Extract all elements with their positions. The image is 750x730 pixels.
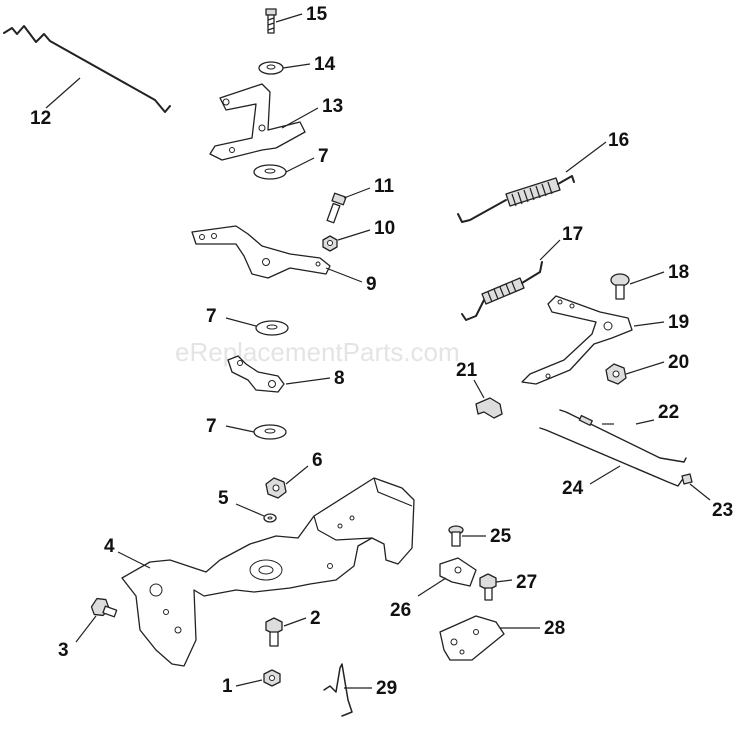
part-washer-7c — [253, 424, 287, 440]
part-link-rod-22 — [559, 409, 687, 463]
callout-15: 15 — [306, 4, 328, 25]
part-choke-rod — [3, 25, 171, 113]
callout-29: 29 — [376, 678, 397, 699]
callout-22: 22 — [658, 402, 679, 423]
callout-26: 26 — [390, 600, 411, 621]
part-clip-21 — [475, 397, 503, 419]
part-washer-14 — [258, 61, 284, 75]
callout-10: 10 — [374, 218, 395, 239]
part-choke-bracket-13 — [209, 83, 306, 161]
part-washer-7a — [253, 164, 287, 180]
part-nut-10 — [322, 235, 338, 252]
part-washer-7b — [255, 320, 289, 336]
callout-24: 24 — [562, 478, 584, 499]
callout-7a: 7 — [318, 146, 329, 167]
callout-19: 19 — [668, 312, 689, 333]
callout-27: 27 — [516, 572, 537, 593]
part-spring-17 — [461, 261, 543, 321]
part-nut-20 — [605, 363, 627, 385]
part-plate-28 — [439, 615, 505, 661]
part-throttle-lever-19 — [521, 295, 633, 385]
callout-8: 8 — [334, 368, 345, 389]
callout-28: 28 — [544, 618, 565, 639]
callout-9: 9 — [366, 274, 377, 295]
callout-7c: 7 — [206, 416, 217, 437]
part-link-rod-24 — [539, 427, 683, 487]
part-screw-3 — [90, 597, 118, 618]
watermark: eReplacementParts.com — [175, 337, 460, 367]
leader-lines — [45, 13, 711, 689]
part-screw-18 — [610, 273, 630, 300]
callout-12: 12 — [30, 108, 51, 129]
part-clip-23 — [681, 473, 693, 485]
callout-2: 2 — [310, 608, 321, 629]
part-screw-27 — [479, 573, 497, 601]
callout-5: 5 — [218, 488, 229, 509]
callout-20: 20 — [668, 352, 689, 373]
callout-16: 16 — [608, 130, 629, 151]
callout-18: 18 — [668, 262, 689, 283]
part-screw-11 — [326, 192, 347, 224]
callout-1: 1 — [222, 676, 233, 697]
part-lever-8 — [227, 355, 285, 393]
part-governor-lever-9 — [191, 225, 331, 279]
part-nut-6 — [265, 477, 287, 499]
part-spring-16 — [457, 175, 575, 223]
part-washer-5 — [263, 513, 277, 523]
callout-14: 14 — [314, 54, 336, 75]
callout-4: 4 — [104, 536, 115, 557]
part-spring-29 — [323, 663, 353, 717]
part-screw-25 — [448, 525, 464, 547]
part-nut-1 — [263, 669, 281, 687]
part-control-bracket-4 — [121, 477, 415, 667]
callout-25: 25 — [490, 526, 512, 547]
callout-13: 13 — [322, 96, 343, 117]
part-block-26 — [439, 557, 477, 587]
callout-11: 11 — [374, 176, 395, 197]
callout-7b: 7 — [206, 306, 217, 327]
callout-23: 23 — [712, 500, 733, 521]
callout-21: 21 — [456, 360, 478, 381]
callout-6: 6 — [312, 450, 323, 471]
part-screw-15 — [265, 8, 277, 34]
callout-3: 3 — [58, 640, 69, 661]
part-screw-2 — [265, 617, 283, 647]
callout-17: 17 — [562, 224, 583, 245]
